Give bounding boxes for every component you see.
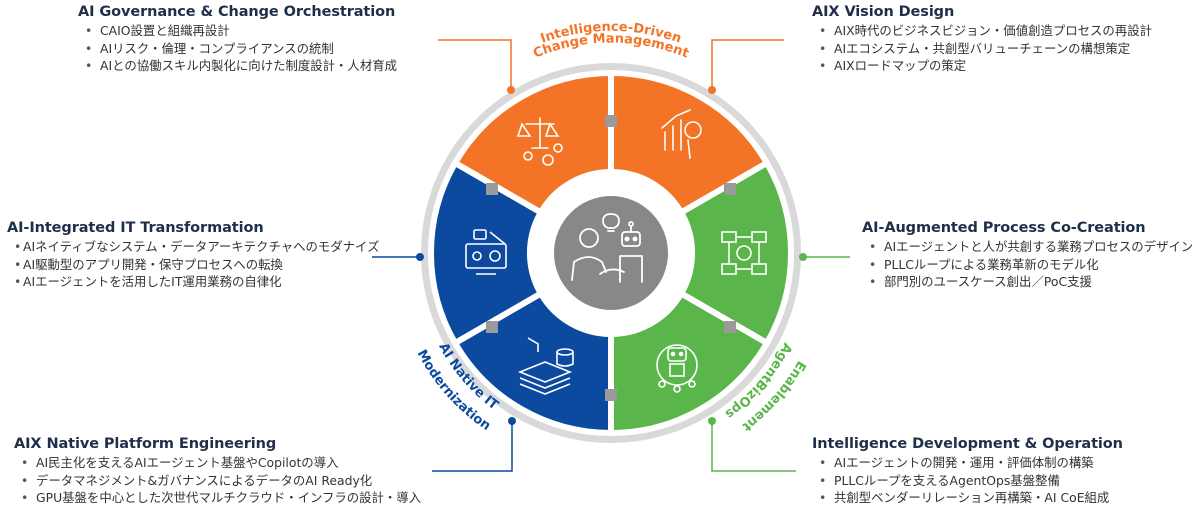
governance-scale-icon <box>516 117 563 166</box>
process-flow-icon <box>721 231 767 275</box>
human-ai-handshake-icon <box>571 213 643 283</box>
segment-ai-process-cocreation[interactable] <box>677 158 794 348</box>
outer-ring <box>421 63 801 443</box>
it-transformation-dashboard-icon <box>465 229 507 275</box>
leader-dot-platform <box>508 417 516 425</box>
block-intelligence-devops: Intelligence Development & Operation AIエ… <box>812 436 1123 507</box>
block-title: AIX Native Platform Engineering <box>14 436 277 452</box>
block-title: Intelligence Development & Operation <box>812 436 1123 452</box>
list-item: データマネジメント&ガバナンスによるデータのAI Ready化 <box>14 472 421 490</box>
leader-line-vision <box>711 39 784 88</box>
ring-connectors <box>486 115 736 401</box>
list-item: AIエージェントの開発・運用・評価体制の構築 <box>812 454 1123 472</box>
block-native-platform: AIX Native Platform Engineering AI民主化を支え… <box>14 436 421 507</box>
list-item: AIエージェントを活用したIT運用業務の自律化 <box>7 273 379 291</box>
leader-dot-governance <box>507 86 515 94</box>
list-item: AIネイティブなシステム・データアーキテクチャへのモダナイズ <box>7 238 379 256</box>
leader-line-devops <box>711 423 796 472</box>
list-item: PLLCループを支えるAgentOps基盤整備 <box>812 472 1123 490</box>
list-item: AIエコシステム・共創型バリューチェーンの構想策定 <box>812 40 1152 58</box>
list-item: AIX時代のビジネスビジョン・価値創造プロセスの再設計 <box>812 22 1152 40</box>
segment-it-transformation[interactable] <box>428 158 545 348</box>
list-item: AIリスク・倫理・コンプライアンスの統制 <box>78 40 397 58</box>
list-item: PLLCループによる業務革新のモデル化 <box>862 256 1193 274</box>
block-title: AI-Integrated IT Transformation <box>7 220 264 236</box>
leader-dot-devops <box>708 417 716 425</box>
list-item: AIとの協働スキル内製化に向けた制度設計・人材育成 <box>78 57 397 75</box>
leader-line-platform <box>432 423 513 472</box>
leader-line-governance <box>438 39 512 88</box>
list-item: 共創型ベンダーリレーション再構築・AI CoE組成 <box>812 489 1123 507</box>
list-item: GPU基盤を中心とした次世代マルチクラウド・インフラの設計・導入 <box>14 489 421 507</box>
agent-ops-robot-icon <box>656 344 698 393</box>
block-title: AIX Vision Design <box>812 4 955 20</box>
leader-dot-process <box>799 253 807 261</box>
list-item: AIエージェントと人が共創する業務プロセスのデザイン <box>862 238 1193 256</box>
list-item: AI民主化を支えるAIエージェント基盤やCopilotの導入 <box>14 454 421 472</box>
block-title: AI-Augmented Process Co-Creation <box>862 220 1146 236</box>
list-item: 部門別のユースケース創出／PoC支援 <box>862 273 1193 291</box>
block-aix-vision: AIX Vision Design AIX時代のビジネスビジョン・価値創造プロセ… <box>812 4 1152 75</box>
platform-data-stack-icon <box>517 337 574 395</box>
vision-chart-icon <box>661 109 702 159</box>
segment-ai-governance[interactable] <box>451 69 614 217</box>
list-item: AIXロードマップの策定 <box>812 57 1152 75</box>
list-item: AI駆動型のアプリ開発・保守プロセスへの転換 <box>7 256 379 274</box>
leader-dot-vision <box>708 86 716 94</box>
list-item: CAIO設置と組織再設計 <box>78 22 397 40</box>
block-ai-governance: AI Governance & Change Orchestration CAI… <box>78 4 397 75</box>
block-it-transformation: AI-Integrated IT Transformation AIネイティブな… <box>7 220 379 291</box>
block-title: AI Governance & Change Orchestration <box>78 4 396 20</box>
block-process-cocreation: AI-Augmented Process Co-Creation AIエージェン… <box>862 220 1193 291</box>
center-core <box>554 196 668 310</box>
leader-dot-it-transformation <box>416 253 424 261</box>
